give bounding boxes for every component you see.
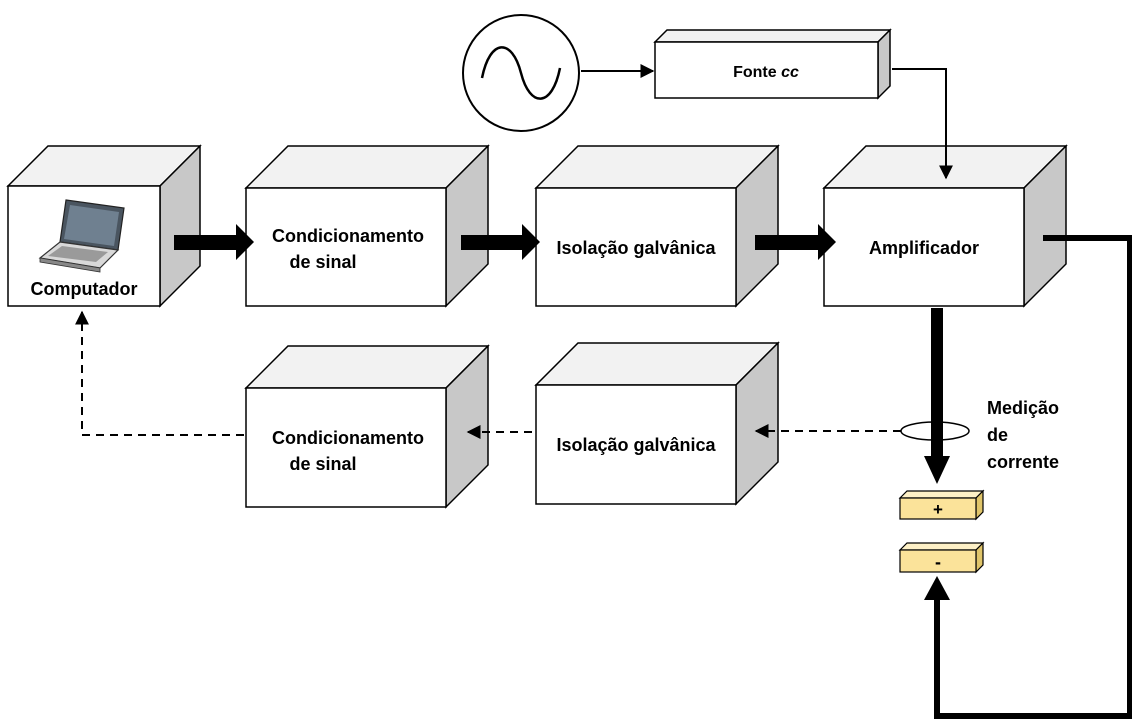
condicionamento-bottom-line1: Condicionamento <box>272 428 424 448</box>
measurement-line2: de <box>987 425 1008 445</box>
ac-sine-source-icon <box>480 46 562 100</box>
negative-electrode: - <box>898 541 985 574</box>
amplifier-output-path <box>924 235 1132 719</box>
condicionamento-top-line2: de sinal <box>289 252 356 272</box>
condicionamento-bottom-block: Condicionamento de sinal <box>244 344 490 509</box>
fonte-cc-label: Fonte cc <box>733 64 799 81</box>
arrow-isolacao-to-amplificador <box>755 224 836 260</box>
condicionamento-top-line1: Condicionamento <box>272 226 424 246</box>
isolacao-top-block: Isolação galvânica <box>534 144 780 308</box>
arrow-to-positive-electrode <box>924 456 950 484</box>
arrow-condicionamento-to-isolacao <box>461 224 540 260</box>
amplificador-label: Amplificador <box>869 238 979 258</box>
condicionamento-top-block: Condicionamento de sinal <box>244 144 490 308</box>
ac-source <box>462 14 580 132</box>
computador-label: Computador <box>31 279 138 299</box>
source-wiring <box>581 64 953 180</box>
negative-electrode-label: - <box>935 552 941 572</box>
isolacao-bottom-label: Isolação galvânica <box>556 435 716 455</box>
fonte-cc-block: Fonte cc <box>653 28 892 100</box>
arrow-to-negative-electrode <box>924 576 950 600</box>
arrow-condicionamento-to-computador <box>75 310 244 436</box>
laptop-icon <box>38 199 125 273</box>
arrow-fonte-to-amplificador <box>892 68 953 180</box>
measurement-line1: Medição <box>987 398 1059 418</box>
condicionamento-bottom-line2: de sinal <box>289 454 356 474</box>
computador-block: Computador <box>6 144 202 308</box>
arrow-computador-to-condicionamento <box>174 224 254 260</box>
positive-electrode: + <box>898 489 985 521</box>
positive-electrode-label: + <box>933 500 943 519</box>
isolacao-top-label: Isolação galvânica <box>556 238 716 258</box>
measurement-label: Medição de corrente <box>987 398 1059 472</box>
isolacao-bottom-block: Isolação galvânica <box>534 341 780 506</box>
feedback-path <box>75 310 901 439</box>
measurement-line3: corrente <box>987 452 1059 472</box>
forward-arrows <box>174 224 836 260</box>
return-path <box>934 235 1132 719</box>
